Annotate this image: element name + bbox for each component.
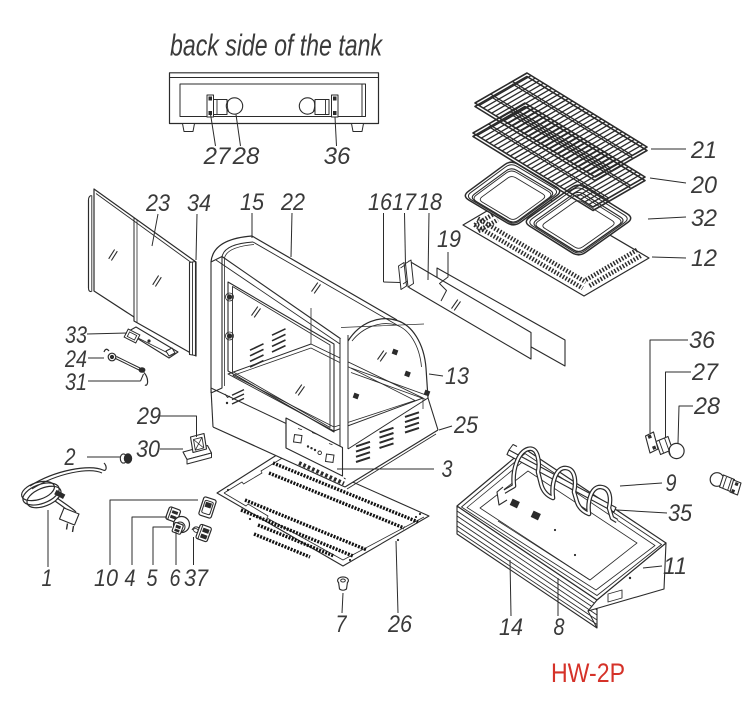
svg-text:21: 21 (690, 137, 717, 164)
svg-text:27: 27 (691, 359, 720, 386)
svg-text:23: 23 (145, 190, 170, 217)
svg-text:20: 20 (690, 172, 718, 199)
svg-text:29: 29 (136, 403, 161, 430)
svg-text:22: 22 (280, 189, 305, 216)
svg-text:11: 11 (663, 553, 687, 580)
svg-text:35: 35 (668, 500, 693, 527)
svg-text:12: 12 (691, 245, 717, 272)
svg-text:24: 24 (64, 346, 87, 373)
svg-text:9: 9 (666, 470, 677, 497)
svg-text:36: 36 (324, 143, 351, 170)
svg-text:28: 28 (693, 393, 721, 420)
svg-text:8: 8 (554, 614, 566, 641)
svg-text:5: 5 (147, 565, 159, 592)
svg-text:25: 25 (453, 412, 478, 439)
svg-text:2: 2 (64, 444, 76, 471)
svg-text:17: 17 (392, 189, 417, 216)
svg-text:30: 30 (136, 436, 161, 463)
svg-text:14: 14 (499, 614, 523, 641)
svg-text:36: 36 (689, 327, 716, 354)
svg-text:32: 32 (691, 205, 717, 232)
svg-text:10: 10 (94, 565, 119, 592)
svg-text:34: 34 (187, 190, 211, 217)
svg-text:27: 27 (203, 143, 232, 170)
svg-text:15: 15 (240, 189, 265, 216)
svg-text:37: 37 (184, 565, 209, 592)
svg-text:4: 4 (125, 565, 136, 592)
svg-text:7: 7 (336, 611, 348, 638)
svg-text:28: 28 (232, 143, 260, 170)
svg-text:31: 31 (65, 369, 87, 396)
svg-text:1: 1 (42, 565, 53, 592)
svg-text:6: 6 (170, 565, 182, 592)
svg-text:HW-2P: HW-2P (551, 658, 625, 688)
svg-text:13: 13 (445, 363, 470, 390)
svg-text:back side of the tank: back side of the tank (170, 28, 383, 63)
svg-text:3: 3 (442, 456, 454, 483)
svg-text:26: 26 (387, 611, 412, 638)
svg-text:16: 16 (368, 189, 393, 216)
svg-text:18: 18 (418, 189, 443, 216)
svg-text:19: 19 (437, 226, 461, 253)
svg-text:33: 33 (65, 322, 88, 349)
